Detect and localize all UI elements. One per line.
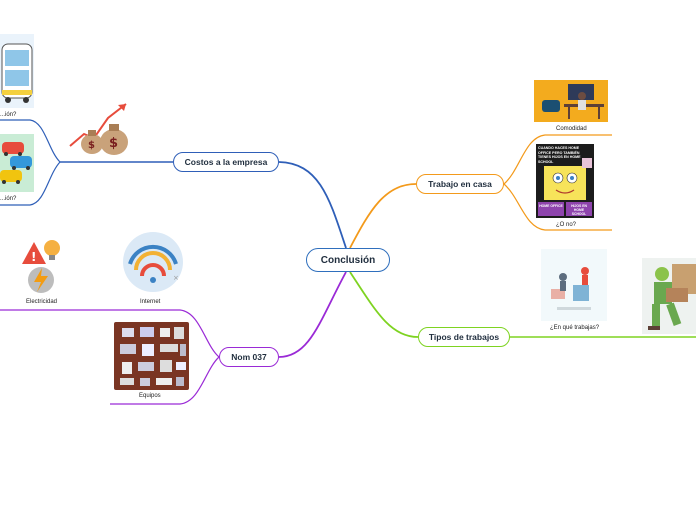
en-que-trabajas-label: ¿En qué trabajas? — [550, 325, 600, 331]
internet-label: Internet — [140, 299, 161, 305]
comodidad-image — [534, 80, 608, 122]
central-topic[interactable]: Conclusión — [306, 248, 390, 272]
connector-trabajo — [349, 183, 417, 249]
connector-tipos — [349, 271, 419, 338]
meme-caption: CUANDO HACES HOME OFFICE PERO TAMBIÉN TI… — [538, 146, 581, 164]
connector-trabajo-top — [503, 134, 612, 185]
money-bags-image: $ $ — [66, 100, 132, 156]
connector-costos-top — [0, 119, 61, 163]
svg-text:$: $ — [109, 136, 118, 151]
topic-trabajo-en-casa[interactable]: Trabajo en casa — [416, 174, 504, 194]
costos-child-1-label: ...ión? — [0, 112, 17, 118]
costos-child-2-label: ...ión? — [0, 196, 17, 202]
svg-text:!: ! — [31, 250, 36, 264]
topic-nom-037[interactable]: Nom 037 — [219, 347, 279, 367]
svg-text:$: $ — [88, 140, 95, 151]
connector-nom-bottom — [110, 356, 220, 405]
home-office-meme-image: CUANDO HACES HOME OFFICE PERO TAMBIÉN TI… — [536, 144, 594, 218]
connector-nom — [278, 271, 347, 358]
bus-image[interactable] — [0, 34, 34, 108]
comodidad-label: Comodidad — [556, 126, 587, 132]
topic-costos-a-la-empresa[interactable]: Costos a la empresa — [173, 152, 279, 172]
internet-wifi-image: × — [118, 228, 188, 296]
equipos-image — [114, 322, 189, 390]
meme-tag-left: HOME OFFICE — [539, 204, 563, 208]
equipos-label: Equipos — [139, 393, 161, 399]
electricidad-label: Electricidad — [26, 299, 58, 305]
connector-costos — [278, 161, 347, 249]
connector-trabajo-bottom — [503, 183, 612, 231]
o-no-label: ¿O no? — [556, 222, 577, 228]
connector-costos-bottom — [0, 161, 61, 206]
meme-tag-right: HIJOS EN HOME SCHOOL — [571, 204, 587, 217]
delivery-worker-image — [642, 258, 696, 334]
traffic-cars-image[interactable] — [0, 134, 34, 192]
connector-nom-top — [0, 309, 220, 358]
electricity-image: ! — [18, 236, 64, 294]
en-que-trabajas-image — [541, 249, 607, 321]
svg-text:×: × — [173, 274, 179, 282]
topic-tipos-de-trabajos[interactable]: Tipos de trabajos — [418, 327, 510, 347]
